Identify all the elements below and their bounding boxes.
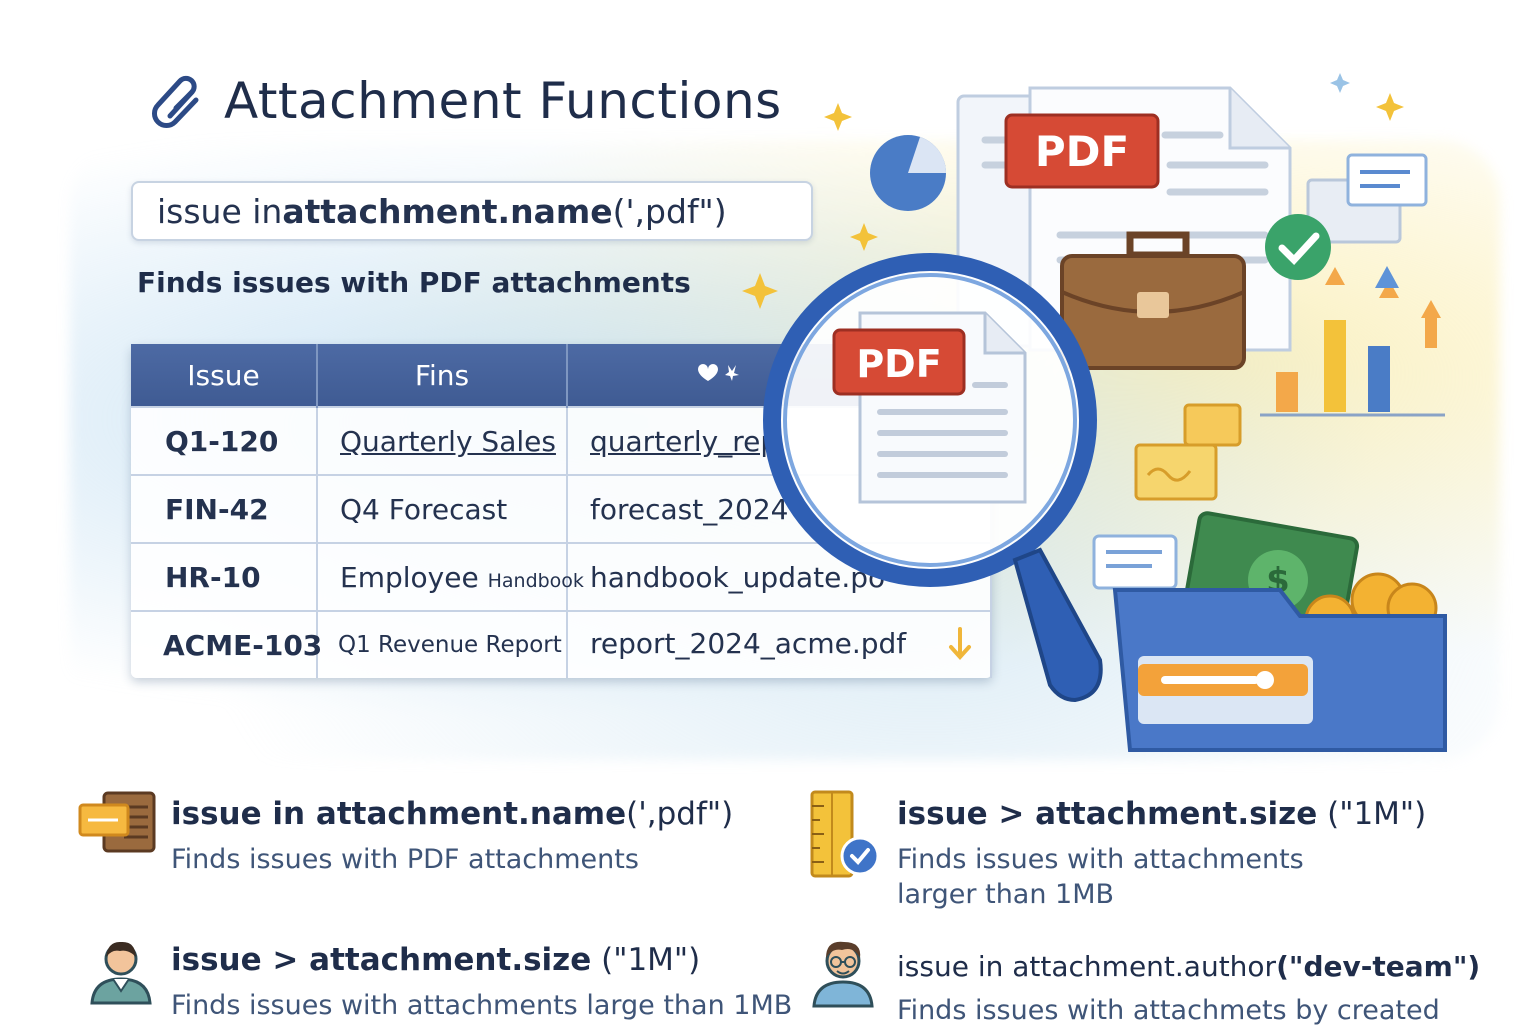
attachment-file-name: report_2024_acme.pdf <box>590 627 907 660</box>
pdf-badge: PDF <box>1004 113 1160 189</box>
issue-id[interactable]: HR-10 <box>131 542 318 611</box>
page-title: Attachment Functions <box>224 72 782 130</box>
issue-name-main: Employee <box>340 560 479 594</box>
title-row: Attachment Functions <box>148 70 782 132</box>
query-function: attachment.name <box>282 191 613 231</box>
svg-text:PDF: PDF <box>1035 127 1129 176</box>
heart-icon <box>698 363 739 381</box>
issue-name-small: Handbook <box>487 569 584 592</box>
example-description: Finds issues with attachmets by created <box>897 995 1440 1026</box>
svg-text:PDF: PDF <box>856 342 941 386</box>
attachment-file: report_2024_acme.pdf <box>567 610 992 678</box>
bar-chart-icon <box>1260 266 1445 417</box>
download-arrow-icon[interactable] <box>945 625 975 665</box>
column-header-issue[interactable]: Issue <box>131 344 318 407</box>
magnifier-icon: PDF <box>763 253 1103 703</box>
example-item: issue > attachment.size ("1M") Finds iss… <box>897 796 1497 912</box>
example-item: issue in attachment.name(',pdf") Finds i… <box>171 796 733 877</box>
sparkle-icon <box>742 93 1404 309</box>
issue-name: Q4 Forecast <box>317 474 568 543</box>
money-folder-icon: $ <box>1112 511 1447 752</box>
developer-avatar-icon <box>812 941 874 1008</box>
example-description: Finds issues with attachments large than… <box>171 990 793 1021</box>
check-circle-icon <box>1265 214 1331 280</box>
issue-name: Q1 Revenue Report <box>317 610 568 678</box>
issue-name-link[interactable]: Quarterly Sales <box>317 406 568 475</box>
query-description: Finds issues with PDF attachments <box>137 266 691 299</box>
example-item: issue in attachment.author("dev-team") F… <box>897 950 1480 1028</box>
column-header-fins[interactable]: Fins <box>317 344 568 407</box>
example-item: issue > attachment.size ("1M") Finds iss… <box>171 942 792 1023</box>
issue-id[interactable]: ACME-103 <box>131 610 322 678</box>
example-query[interactable]: issue in attachment.author("dev-team") <box>897 950 1481 983</box>
paperclip-icon <box>152 75 199 128</box>
briefcase-icon <box>1060 231 1246 370</box>
example-description: Finds issues with attachments larger tha… <box>897 844 1304 910</box>
query-args: (',pdf") <box>612 191 727 231</box>
issue-id[interactable]: FIN-42 <box>131 474 318 543</box>
illustration: PDF $ <box>742 73 1447 752</box>
example-query[interactable]: issue > attachment.size ("1M") <box>897 796 1427 832</box>
document-stack-icon <box>78 791 156 853</box>
example-query[interactable]: issue in attachment.name(',pdf") <box>171 796 734 832</box>
query-input[interactable]: issue in attachment.name (',pdf") <box>131 181 813 241</box>
example-query[interactable]: issue > attachment.size ("1M") <box>171 942 701 978</box>
issue-id[interactable]: Q1-120 <box>131 406 318 475</box>
user-avatar-icon <box>90 941 152 1005</box>
ruler-check-icon <box>810 790 880 878</box>
issue-name: Employee Handbook <box>317 542 584 611</box>
example-description: Finds issues with PDF attachments <box>171 844 639 875</box>
note-card-icon <box>1306 153 1428 244</box>
query-prefix: issue in <box>157 191 283 231</box>
table-row[interactable]: ACME-103 Q1 Revenue Report report_2024_a… <box>131 610 992 678</box>
